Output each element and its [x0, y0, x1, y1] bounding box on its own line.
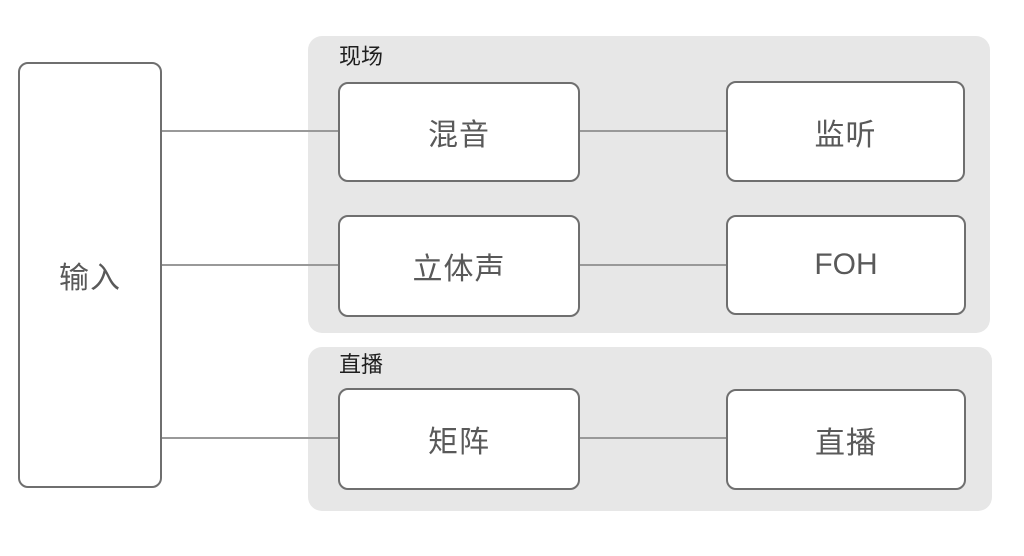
node-mix: 混音 [338, 82, 580, 182]
node-input: 输入 [18, 62, 162, 488]
node-monitor: 监听 [726, 81, 965, 182]
group-label-stream: 直播 [339, 352, 384, 377]
edge-input-mix [162, 130, 340, 132]
group-label-live: 现场 [339, 44, 384, 69]
edge-input-stereo [162, 264, 340, 266]
edge-input-matrix [162, 437, 340, 439]
edge-stereo-foh [580, 264, 728, 266]
node-foh: FOH [726, 215, 966, 315]
node-stereo: 立体声 [338, 215, 580, 317]
node-stream: 直播 [726, 389, 966, 490]
edge-mix-monitor [580, 130, 728, 132]
edge-matrix-stream [580, 437, 728, 439]
node-matrix: 矩阵 [338, 388, 580, 490]
